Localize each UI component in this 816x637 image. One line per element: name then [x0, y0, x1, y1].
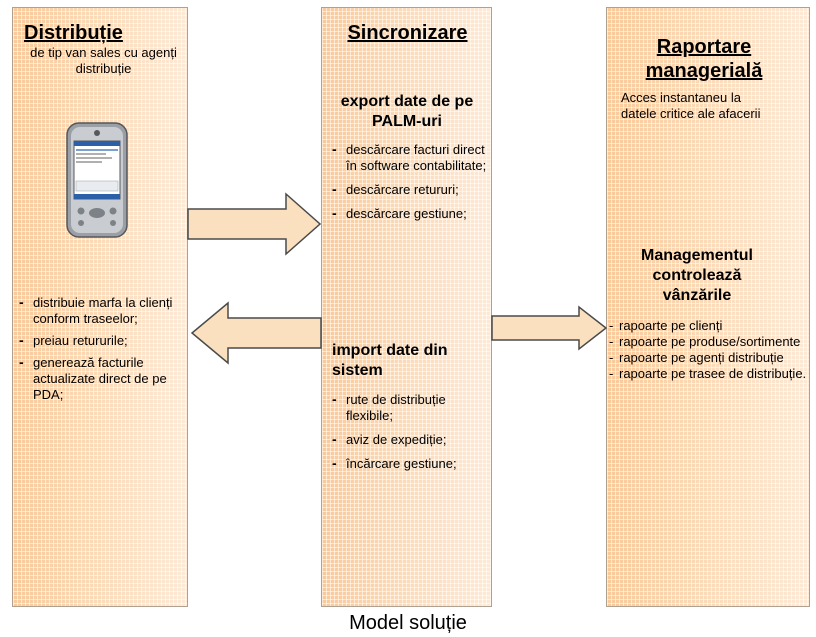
bullet-item: -încărcare gestiune;: [332, 455, 457, 471]
bullet-item: -preiau retururile;: [19, 332, 128, 348]
export-bullets: -descărcare facturi direct în software c…: [328, 141, 488, 222]
bullet-item: -descărcare gestiune;: [332, 205, 467, 221]
panel-title: Distribuție: [24, 22, 123, 44]
panel-title: Raportare managerială: [645, 36, 763, 82]
bullet-item: -descărcare facturi direct în software c…: [332, 141, 487, 173]
import-heading: import date din sistem: [332, 342, 448, 379]
bullet-item: -rapoarte pe trasee de distribuție.: [609, 366, 807, 381]
arrow-right-icon: [491, 305, 608, 351]
bullet-item: -aviz de expediție;: [332, 431, 447, 447]
export-heading: export date de pe PALM-uri: [340, 93, 474, 130]
import-bullets: -rute de distribuție flexibile; -aviz de…: [328, 391, 488, 472]
panel-distributie: Distribuție de tip van sales cu agenți d…: [12, 7, 188, 607]
bullet-item: -rapoarte pe clienți: [609, 318, 723, 333]
bullet-item: -rapoarte pe agenți distribuție: [609, 350, 784, 365]
panel-description: Acces instantaneu la datele critice ale …: [621, 90, 761, 121]
panel-sincronizare: Sincronizare export date de pe PALM-uri …: [321, 7, 492, 607]
arrow-left-icon: [190, 301, 322, 365]
raportare-bullets: -rapoarte pe clienți -rapoarte pe produs…: [607, 318, 807, 381]
arrow-right-icon: [187, 192, 322, 256]
management-heading: Managementul controlează vânzările: [640, 247, 753, 304]
distributie-bullets: -distribuie marfa la clienți conform tra…: [15, 294, 187, 403]
diagram-caption: Model soluție: [349, 612, 467, 634]
bullet-item: -descărcare retururi;: [332, 181, 459, 197]
bullet-item: -generează facturile actualizate direct …: [19, 354, 167, 402]
panel-raportare: Raportare managerială Acces instantaneu …: [606, 7, 810, 607]
bullet-item: -distribuie marfa la clienți conform tra…: [19, 294, 173, 326]
bullet-item: -rapoarte pe produse/sortimente: [609, 334, 801, 349]
panel-title: Sincronizare: [347, 22, 468, 44]
bullet-item: -rute de distribuție flexibile;: [332, 391, 446, 423]
panel-description: de tip van sales cu agenți distribuție: [30, 45, 177, 76]
pda-device-icon: [66, 122, 128, 238]
